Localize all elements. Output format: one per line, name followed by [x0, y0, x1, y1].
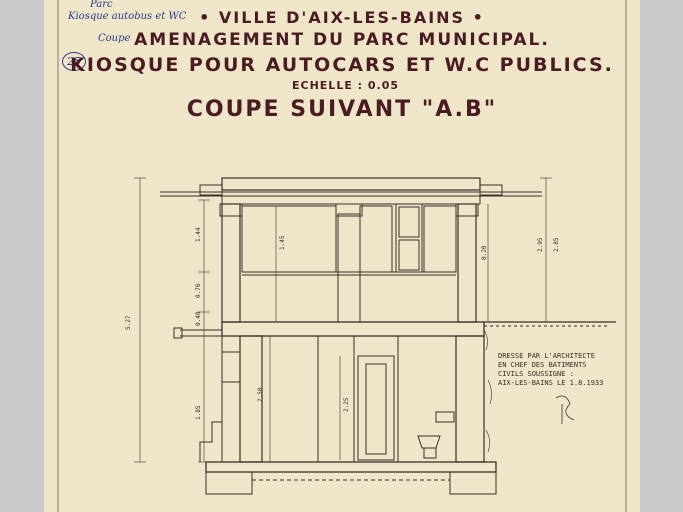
annotation-line3: Coupe [98, 33, 131, 44]
subject-title: KIOSQUE POUR AUTOCARS ET W.C PUBLICS. [70, 54, 614, 76]
dim-right-h2: 2.85 [553, 237, 560, 252]
dim-inner-upper: 1.45 [279, 235, 286, 250]
drawing-sheet [44, 0, 640, 512]
project-title: AMENAGEMENT DU PARC MUNICIPAL. [134, 30, 550, 50]
dim-total-height: 5.27 [125, 315, 132, 330]
dim-left-upper: 1.44 [195, 227, 202, 242]
section-title: COUPE SUIVANT "A.B" [186, 97, 498, 122]
architect-statement: DRESSE PAR L'ARCHITECTE EN CHEF DES BATI… [498, 352, 603, 388]
dim-door: 2.25 [343, 397, 350, 412]
dim-left-small: 0.40 [195, 311, 202, 326]
dim-post: 0.20 [481, 245, 488, 260]
statement-line4: AIX-LES-BAINS LE 1.8.1933 [498, 379, 604, 387]
dim-inner-lower: 2.50 [257, 387, 264, 402]
sheet-number-badge: 25 [62, 52, 86, 71]
scale-label: ECHELLE : 0.05 [292, 79, 400, 92]
annotation-line2: Kiosque autobus et WC [68, 11, 187, 22]
statement-line3: CIVILS SOUSSIGNE : [498, 370, 574, 378]
dim-right-h1: 2.95 [537, 237, 544, 252]
city-title: • VILLE D'AIX-LES-BAINS • [199, 8, 485, 27]
annotation-line1: Parc [90, 0, 113, 10]
statement-line2: EN CHEF DES BATIMENTS [498, 361, 587, 369]
statement-line1: DRESSE PAR L'ARCHITECTE [498, 352, 595, 360]
dim-left-lower: 1.85 [195, 405, 202, 420]
dim-left-mid: 0.76 [195, 283, 202, 298]
